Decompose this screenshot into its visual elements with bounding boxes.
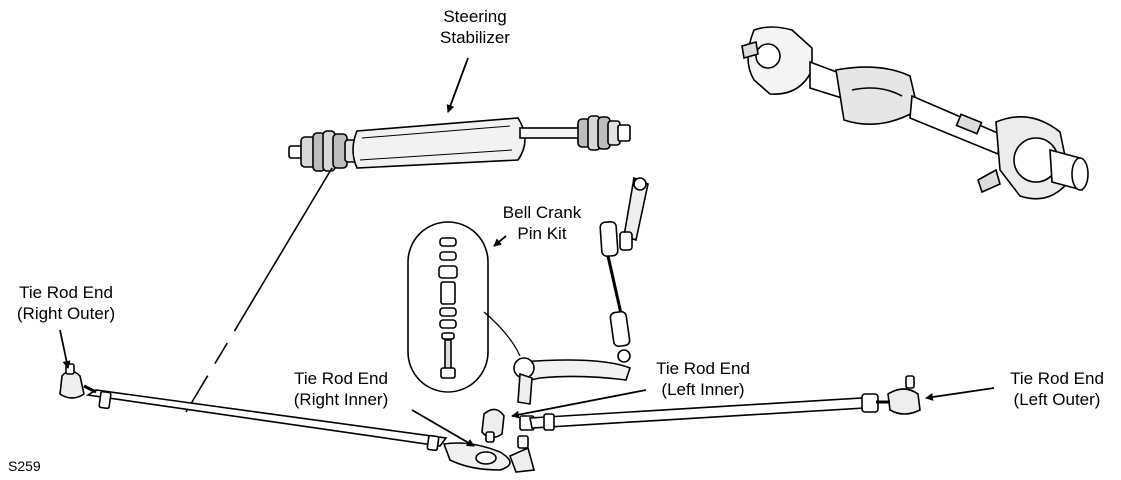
tie-rod-end-right-outer-part — [59, 363, 97, 399]
steering-stabilizer-part — [288, 115, 631, 172]
label-tie-rod-right-inner: Tie Rod End (Right Inner) — [280, 368, 402, 410]
left-inner-arrow — [511, 389, 647, 419]
right-inner-arrow — [411, 409, 475, 447]
label-line: (Left Outer) — [1013, 390, 1101, 409]
label-line: Tie Rod End — [656, 359, 750, 378]
right-outer-arrow — [59, 329, 71, 369]
label-tie-rod-left-outer: Tie Rod End (Left Outer) — [996, 368, 1118, 410]
label-line: (Right Inner) — [293, 390, 389, 409]
tie-rod-end-right-inner-part — [442, 435, 536, 473]
label-line: (Right Outer) — [16, 304, 116, 323]
stabilizer-leader-line — [185, 167, 333, 413]
left-outer-arrow — [925, 387, 995, 401]
figure-code: S259 — [8, 458, 41, 474]
label-line: Steering — [443, 7, 507, 26]
label-line: Stabilizer — [440, 28, 510, 47]
front-axle-assembly — [741, 26, 1089, 200]
label-line: Bell Crank — [502, 203, 582, 222]
pin-kit-arrow — [493, 235, 507, 247]
label-line: Tie Rod End — [1010, 369, 1104, 388]
callout-arrows — [59, 57, 995, 447]
stabilizer-arrow — [446, 57, 469, 113]
label-line: Tie Rod End — [19, 283, 113, 302]
bell-crank-pin-kit-capsule — [407, 221, 489, 393]
label-bell-crank-pin-kit: Bell Crank Pin Kit — [490, 202, 594, 244]
tie-rod-end-left-outer-part — [876, 375, 921, 415]
label-steering-stabilizer: Steering Stabilizer — [420, 6, 530, 48]
label-line: Pin Kit — [517, 224, 567, 243]
label-line: Tie Rod End — [294, 369, 388, 388]
pin-kit-connector — [483, 311, 521, 357]
label-tie-rod-right-outer: Tie Rod End (Right Outer) — [4, 282, 128, 324]
bell-crank-assembly — [513, 176, 649, 405]
left-tie-rod — [529, 393, 879, 431]
label-tie-rod-left-inner: Tie Rod End (Left Inner) — [644, 358, 762, 400]
label-line: (Left Inner) — [661, 380, 745, 399]
